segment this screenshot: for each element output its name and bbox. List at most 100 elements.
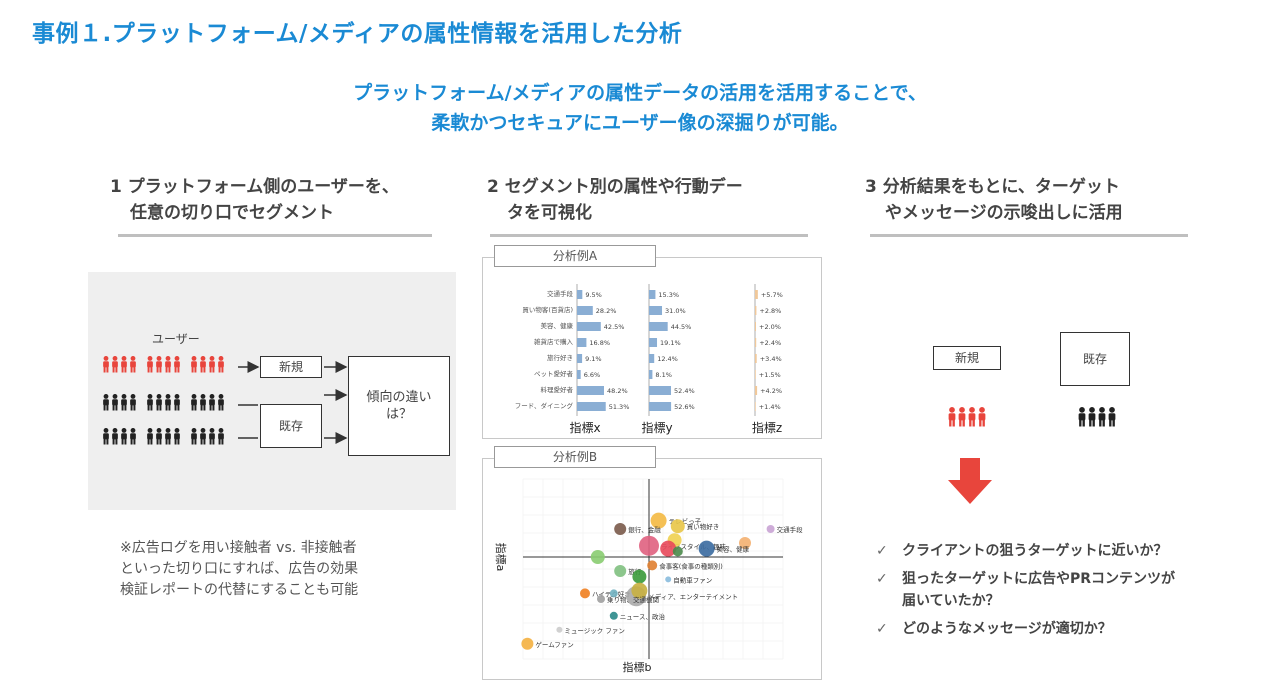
person-icon xyxy=(1108,407,1116,427)
analysis-b-tag: 分析例B xyxy=(494,446,656,468)
column-3-heading: 3 分析結果をもとに、ターゲット やメッセージの示唆出しに活用 xyxy=(865,174,1123,226)
bar-label: 28.2% xyxy=(596,307,617,315)
point-label: 銀行、金融 xyxy=(628,525,661,534)
check-text-2: 狙ったターゲットに広告やPRコンテンツが 届いていたか？ xyxy=(902,568,1175,612)
person-icon xyxy=(174,428,180,445)
person-icon xyxy=(165,356,171,373)
category-label: 美容、健康 xyxy=(541,321,574,330)
result-new-box: 新規 xyxy=(933,346,1001,370)
bar-label: 51.3% xyxy=(609,403,630,411)
bar-label: +3.4% xyxy=(760,355,782,363)
point-label: ニュース、政治 xyxy=(620,612,666,621)
column-3-rule xyxy=(870,234,1188,237)
note-line-2: といった切り口にすれば、広告の効果 xyxy=(120,561,359,577)
bar xyxy=(755,290,758,299)
category-label: 旅行好き xyxy=(547,353,573,362)
data-point xyxy=(739,537,751,549)
person-icon xyxy=(218,394,224,411)
data-point xyxy=(650,512,667,529)
series-name: 指標z xyxy=(752,420,782,435)
data-point xyxy=(647,560,658,571)
page-title: 事例１.プラットフォーム/メディアの属性情報を活用した分析 xyxy=(32,21,683,47)
bar xyxy=(649,306,663,315)
bar xyxy=(577,402,606,411)
bar xyxy=(577,354,583,363)
person-icon xyxy=(112,394,118,411)
point-label: ゲームファン xyxy=(535,640,573,649)
category-label: ペット愛好者 xyxy=(534,369,574,378)
person-icon xyxy=(103,394,109,411)
person-icon xyxy=(121,428,127,445)
bar-label: +4.2% xyxy=(760,387,782,395)
data-point xyxy=(597,595,605,603)
person-icon xyxy=(218,356,224,373)
existing-user-icons xyxy=(1078,407,1116,427)
bar-label: 48.2% xyxy=(607,387,628,395)
bar xyxy=(649,386,672,395)
bar-label: 9.1% xyxy=(585,355,602,363)
bar-label: 12.4% xyxy=(657,355,678,363)
bar xyxy=(577,386,604,395)
point-label: ライフスタイル、趣味 xyxy=(661,542,727,551)
subtitle-line-2: 柔軟かつセキュアにユーザー像の深掘りが可能。 xyxy=(431,112,849,134)
person-icon xyxy=(1098,407,1106,427)
data-point xyxy=(665,576,672,583)
bar xyxy=(649,402,672,411)
column-2-heading: 2 セグメント別の属性や行動デー タを可視化 xyxy=(487,174,743,226)
data-point xyxy=(614,565,627,577)
person-icon xyxy=(200,356,206,373)
bar xyxy=(577,290,583,299)
segment-panel: ユーザー 新規 既存 傾向の違い は？ xyxy=(88,272,456,510)
user-label: ユーザー xyxy=(152,332,200,346)
column-1-line-1: 1 プラットフォーム側のユーザーを、 xyxy=(110,177,399,197)
person-icon xyxy=(968,407,976,427)
person-icon xyxy=(1088,407,1096,427)
data-point xyxy=(639,535,659,556)
check-list: ✓ クライアントの狙うターゲットに近いか？ ✓ 狙ったターゲットに広告やPRコン… xyxy=(876,540,1256,640)
bar-label: 8.1% xyxy=(655,371,672,379)
bar xyxy=(755,370,756,379)
bar xyxy=(755,402,756,411)
person-icon xyxy=(121,356,127,373)
data-point xyxy=(580,588,590,599)
bar-label: 16.8% xyxy=(589,339,610,347)
category-label: 交通手段 xyxy=(547,289,574,298)
check-item: ✓ クライアントの狙うターゲットに近いか？ xyxy=(876,540,1256,562)
person-icon xyxy=(156,428,162,445)
person-icon xyxy=(209,394,215,411)
check-text-2-line-2: 届いていたか？ xyxy=(902,593,1000,609)
subtitle-line-1: プラットフォーム/メディアの属性データの活用を活用することで、 xyxy=(353,82,927,104)
data-point xyxy=(521,637,534,650)
column-2-rule xyxy=(490,234,808,237)
person-icon xyxy=(958,407,966,427)
result-existing-box: 既存 xyxy=(1060,332,1130,386)
analysis-a-chart: 交通手段買い物客(百貨店)美容、健康雑貨店で購入旅行好きペット愛好者料理愛好者フ… xyxy=(515,284,783,435)
category-label: 買い物客(百貨店) xyxy=(522,305,573,314)
person-icon xyxy=(174,394,180,411)
series-name: 指標x xyxy=(569,420,600,435)
bar-label: +2.0% xyxy=(759,323,781,331)
person-icon xyxy=(191,428,197,445)
point-label: テレビっ子 xyxy=(669,517,702,526)
bar xyxy=(577,306,593,315)
point-label: 美容、健康 xyxy=(717,545,750,554)
difference-box: 傾向の違い は？ xyxy=(348,356,450,456)
bar xyxy=(755,338,757,347)
bar-label: 44.5% xyxy=(671,323,692,331)
data-point xyxy=(556,626,563,633)
data-point xyxy=(672,546,683,557)
existing-box: 既存 xyxy=(260,404,322,448)
data-point xyxy=(698,540,715,557)
series-name: 指標y xyxy=(641,420,672,435)
column-2-line-2: タを可視化 xyxy=(507,203,592,223)
bar xyxy=(649,290,656,299)
column-3-line-1: 3 分析結果をもとに、ターゲット xyxy=(865,177,1120,197)
data-point xyxy=(766,525,775,533)
person-icon xyxy=(174,356,180,373)
new-box: 新規 xyxy=(260,356,322,378)
check-item: ✓ 狙ったターゲットに広告やPRコンテンツが 届いていたか？ xyxy=(876,568,1256,612)
data-point xyxy=(670,519,685,534)
segment-flow-diagram xyxy=(103,356,348,445)
category-label: 料理愛好者 xyxy=(541,385,574,394)
